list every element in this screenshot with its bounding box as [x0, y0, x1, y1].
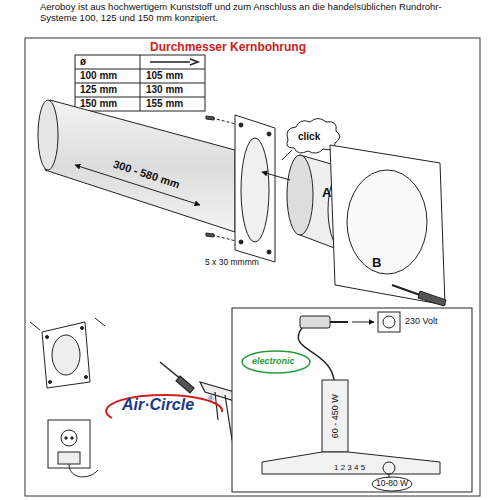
drill-table	[75, 55, 205, 111]
logo-mark: ®	[208, 394, 214, 403]
table-cell: 105 mm	[146, 70, 183, 82]
hood-inset-part	[378, 312, 400, 332]
table-cell: 125 mm	[80, 84, 117, 96]
hood-inset-part	[383, 316, 395, 328]
mounting-sketch-part	[42, 322, 90, 388]
wall-plate-part	[241, 138, 269, 242]
table-cell: 150 mm	[80, 98, 117, 110]
part-label: B	[372, 256, 381, 271]
insert-part-a-part	[262, 172, 290, 180]
cover-plate-b-part	[418, 291, 446, 306]
wall-plate-part	[239, 240, 243, 244]
cover-plate-b	[330, 145, 446, 306]
hood-inset-part	[298, 328, 334, 380]
speed-steps: 1 2 3 4 5	[334, 463, 365, 472]
wall-plate	[206, 115, 275, 262]
socket-plug-part	[71, 437, 73, 439]
wall-plate-part	[212, 118, 236, 241]
cover-plate-b-part	[330, 145, 445, 305]
mounting-sketch-part	[85, 376, 88, 379]
screw-size: 5 x 30 mmmm	[205, 258, 259, 268]
pipe-part	[45, 100, 235, 232]
wall-plate-part	[267, 132, 271, 136]
air-circle-logo-part	[106, 395, 222, 418]
wall-plate-part	[206, 116, 214, 237]
socket-plug	[48, 420, 98, 477]
cover-plate-b-part	[392, 285, 420, 295]
table-cell: 155 mm	[146, 98, 183, 110]
power-label: 60 - 450 W	[330, 394, 340, 438]
hood-inset-part	[383, 462, 395, 474]
insert-part-a-part	[287, 155, 313, 235]
socket-plug-part	[61, 430, 77, 446]
click-cloud-part	[282, 150, 292, 160]
hood-inset-part	[262, 452, 440, 474]
drill-table-part	[75, 97, 205, 98]
frame	[25, 38, 480, 496]
drill-table-part	[150, 59, 198, 65]
mounting-sketch-part	[49, 381, 52, 384]
wall-plate-part	[239, 123, 243, 127]
drill-table-part	[75, 69, 205, 70]
pipe-part	[38, 100, 58, 170]
table-cell: 100 mm	[80, 70, 117, 82]
hood-inset-part	[330, 321, 348, 323]
drill-table-part	[75, 55, 205, 111]
hood-inset-part	[322, 380, 348, 452]
mounting-sketch-part	[81, 327, 84, 330]
wall-plate-part	[235, 115, 275, 262]
pipe	[38, 100, 235, 232]
mounting-sketch	[30, 318, 105, 388]
mounting-sketch-part	[52, 335, 80, 375]
hood-inset	[232, 308, 472, 492]
drill-table-part	[75, 83, 205, 84]
hood-inset-part	[352, 322, 374, 323]
socket-plug-part	[58, 452, 80, 464]
power-label: 10-80 W	[376, 479, 408, 489]
air-circle-logo	[106, 395, 222, 418]
voltage-label: 230 Volt	[405, 316, 438, 326]
hood-inset-part	[372, 477, 412, 491]
note-text: Aeroboy ist aus hochwertigem Kunststoff …	[40, 2, 470, 24]
table-header: ø	[80, 56, 86, 68]
table-title: Durchmesser Kernbohrung	[150, 41, 306, 55]
hood-inset-part	[300, 316, 330, 328]
tools-part	[215, 392, 218, 420]
tools-part	[176, 376, 194, 393]
hood-inset-part	[242, 351, 310, 373]
socket-plug-part	[48, 420, 90, 468]
click-label: click	[298, 131, 320, 143]
brand-label: electronic	[252, 356, 295, 366]
frame-part	[25, 38, 480, 496]
mounting-sketch-part	[46, 336, 49, 339]
cover-plate-b-part	[347, 170, 427, 274]
socket-plug-part	[69, 464, 98, 477]
socket-plug-part	[65, 437, 67, 439]
part-label: A	[322, 186, 331, 201]
wall-plate-part	[267, 250, 271, 254]
logo-text: Air·Circle	[122, 396, 194, 414]
mounting-sketch-part	[30, 318, 105, 330]
hood-inset-part	[232, 308, 472, 492]
table-cell: 130 mm	[146, 84, 183, 96]
